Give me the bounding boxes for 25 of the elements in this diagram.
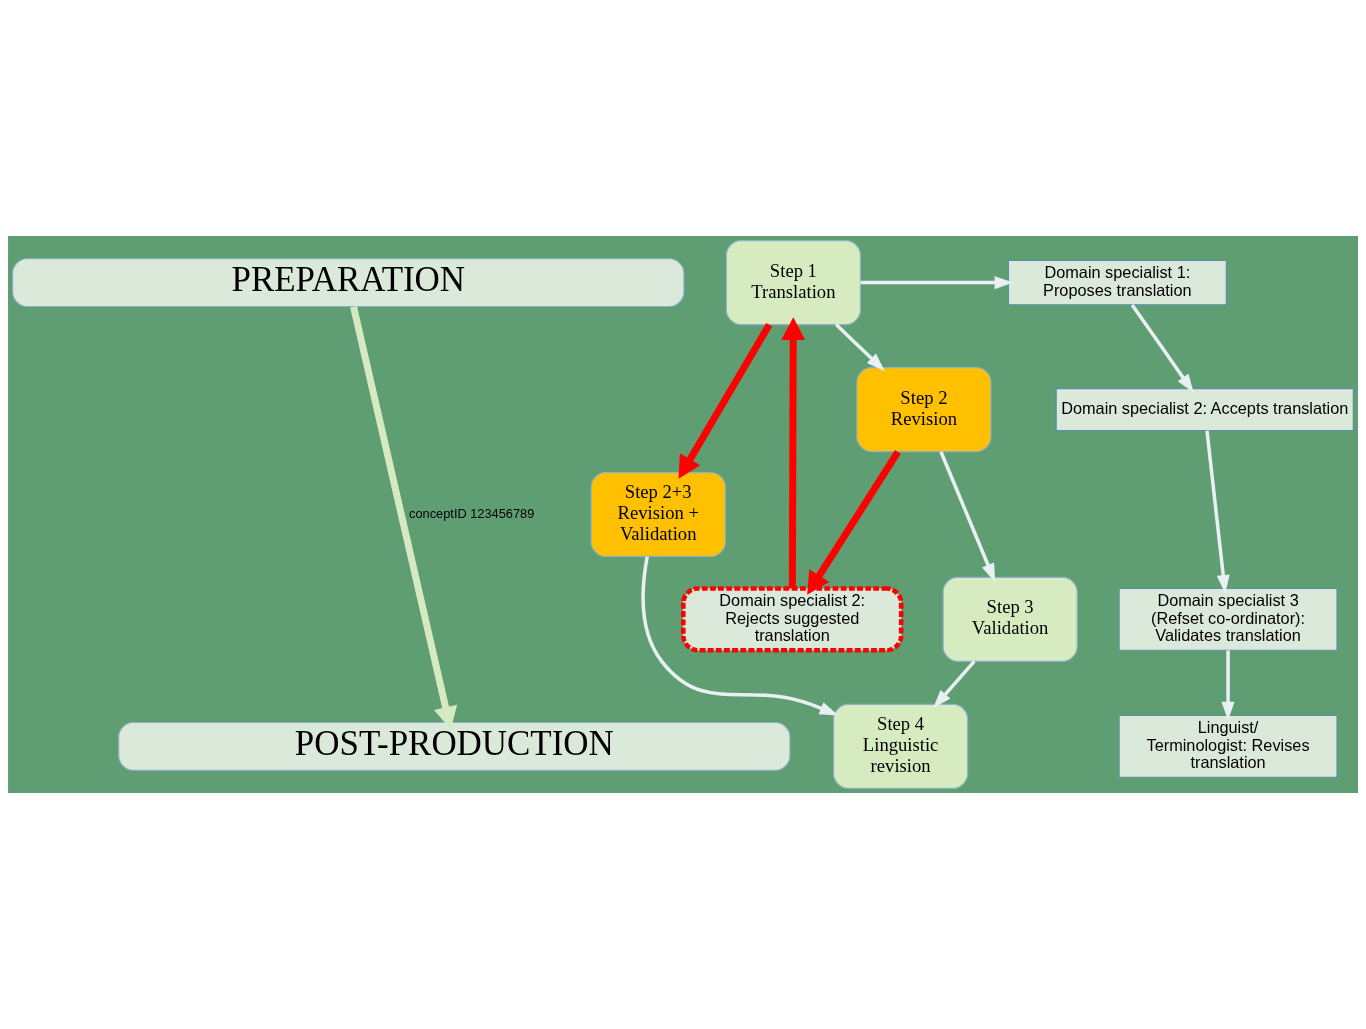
node-box: Step 1 Translation [725, 240, 861, 326]
node-box: Domain specialist 2: Rejects suggested translation [680, 586, 904, 653]
node-box: PREPARATION [12, 258, 685, 308]
arrow [807, 449, 901, 595]
arrow [834, 323, 885, 372]
edge-label: conceptID 123456789 [409, 505, 535, 521]
node-box: POST-PRODUCTION [118, 721, 791, 771]
arrow [678, 323, 773, 479]
arrow [939, 451, 996, 583]
node-box: Step 3 Validation [942, 576, 1078, 662]
node-box: Domain specialist 2: Accepts translation [1055, 388, 1354, 432]
arrow [860, 276, 1014, 290]
node-box: Step 4 Linguistic revision [833, 703, 969, 789]
node-box: Domain specialist 3 (Refset co-ordinator): Validates translation [1118, 587, 1338, 651]
node-box: Linguist/ Terminologist: Revises translation [1118, 714, 1338, 778]
arrow [1130, 303, 1194, 393]
arrow [350, 305, 458, 730]
arrow [641, 556, 839, 716]
arrow [1221, 650, 1235, 721]
node-box: Domain specialist 1: Proposes translation [1007, 259, 1227, 306]
arrow [1205, 430, 1230, 594]
node-box: Step 2+3 Revision + Validation [590, 471, 726, 558]
node-box: Step 2 Revision [856, 367, 992, 453]
arrow [781, 317, 806, 589]
arrow [933, 660, 976, 709]
